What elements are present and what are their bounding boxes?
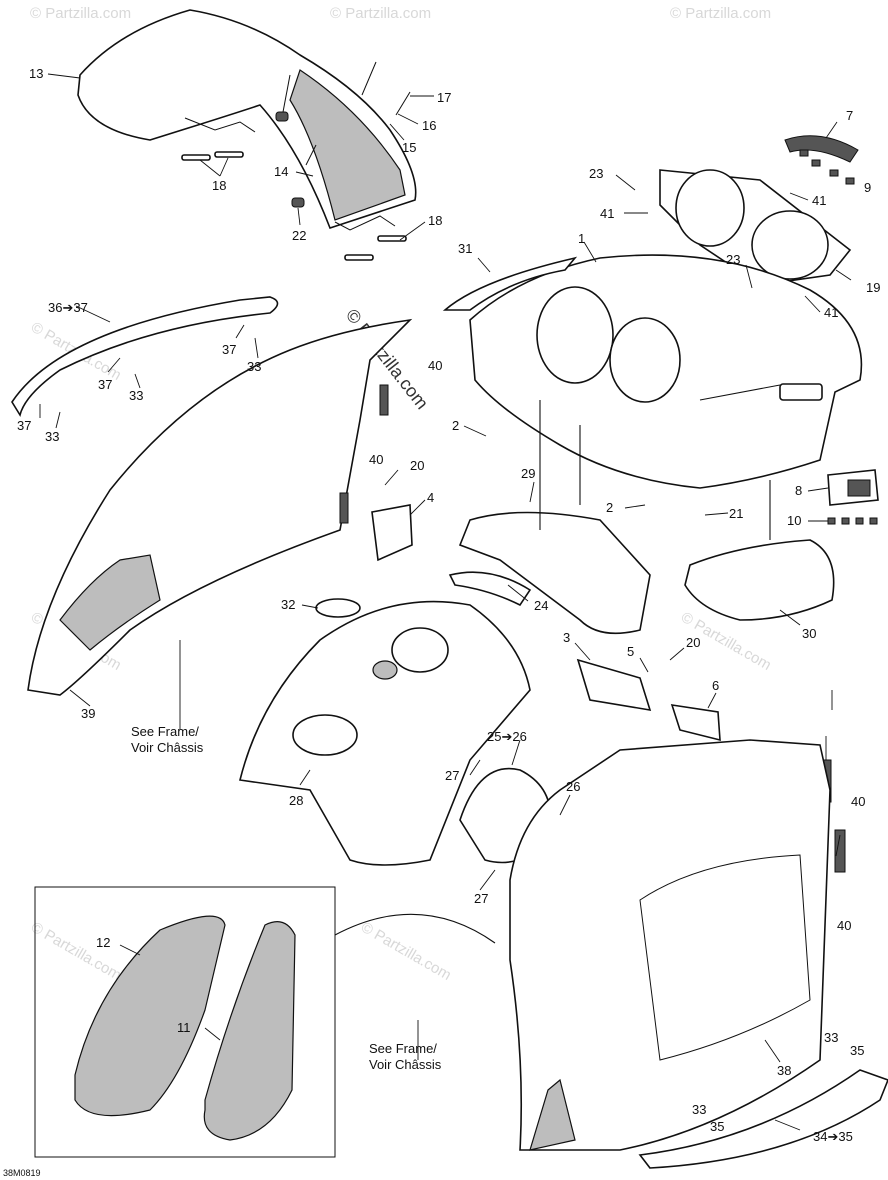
callout-12: 12 — [96, 935, 110, 950]
bracket-3-part — [576, 658, 652, 712]
callout-41: 41 — [600, 206, 614, 221]
callout-33: 33 — [247, 359, 261, 374]
assembly-arrows — [334, 400, 771, 944]
windshield-part — [77, 9, 417, 231]
callout-4: 4 — [427, 490, 434, 505]
watermark-text: © Partzilla.com — [670, 5, 771, 22]
callout-30: 30 — [802, 626, 816, 641]
watermark-text: © Partzilla.com — [358, 919, 454, 984]
left-side-panel-part — [27, 318, 413, 696]
center-console-part — [239, 600, 531, 866]
callout-26: 26 — [566, 779, 580, 794]
callout-27: 27 — [445, 768, 459, 783]
trim-strip-part — [442, 256, 578, 311]
watermark-text: © Partzilla.com — [28, 919, 124, 984]
callout-40: 40 — [428, 358, 442, 373]
left-trim-part — [11, 296, 279, 418]
callout-11: 11 — [177, 1020, 191, 1035]
cushion-30-part — [684, 539, 835, 621]
note-see-frame-right: See Frame/ — [369, 1041, 437, 1056]
grommet-part — [315, 598, 361, 618]
right-side-panel-part — [509, 739, 831, 1151]
callout-16: 16 — [422, 118, 436, 133]
callout-8: 8 — [795, 483, 802, 498]
callout-41: 41 — [812, 193, 826, 208]
callout-23: 23 — [589, 166, 603, 181]
callout-6: 6 — [712, 678, 719, 693]
drawing-code: 38M0819 — [3, 1168, 41, 1178]
callout-1: 1 — [578, 231, 585, 246]
note-see-frame-left: See Frame/ — [131, 724, 199, 739]
callout-40: 40 — [837, 918, 851, 933]
callout-37: 37 — [98, 377, 112, 392]
callout-36-37: 36➔37 — [48, 300, 88, 315]
callout-23: 23 — [726, 252, 740, 267]
note-voir-chassis-left: Voir Châssis — [131, 740, 204, 755]
callout-33: 33 — [129, 388, 143, 403]
callout-24: 24 — [534, 598, 548, 613]
callout-38: 38 — [777, 1063, 791, 1078]
callout-34-35: 34➔35 — [813, 1129, 853, 1144]
callout-31: 31 — [458, 241, 472, 256]
callout-37: 37 — [222, 342, 236, 357]
callout-27: 27 — [474, 891, 488, 906]
callout-19: 19 — [866, 280, 880, 295]
inset-box — [34, 886, 336, 1158]
callout-20: 20 — [686, 635, 700, 650]
callout-14: 14 — [274, 164, 288, 179]
callout-29: 29 — [521, 466, 535, 481]
callout-17: 17 — [437, 90, 451, 105]
cover-24-part — [448, 571, 532, 607]
callout-20: 20 — [410, 458, 424, 473]
windshield-hardware — [181, 61, 411, 261]
callout-39: 39 — [81, 706, 95, 721]
callout-3: 3 — [563, 630, 570, 645]
callout-35: 35 — [710, 1119, 724, 1134]
callout-21: 21 — [729, 506, 743, 521]
callout-2: 2 — [452, 418, 459, 433]
callout-35: 35 — [850, 1043, 864, 1058]
callout-15: 15 — [402, 140, 416, 155]
callout-40: 40 — [369, 452, 383, 467]
bracket-6-part — [670, 704, 721, 742]
callout-28: 28 — [289, 793, 303, 808]
callout-2: 2 — [606, 500, 613, 515]
callout-32: 32 — [281, 597, 295, 612]
callout-18: 18 — [428, 213, 442, 228]
callout-7: 7 — [846, 108, 853, 123]
note-voir-chassis-right: Voir Châssis — [369, 1057, 442, 1072]
callout-37: 37 — [17, 418, 31, 433]
callout-13: 13 — [29, 66, 43, 81]
callout-labels: 1 2 2 3 4 5 6 7 8 9 10 11 12 13 14 15 16… — [17, 66, 880, 1144]
callout-40: 40 — [851, 794, 865, 809]
right-trim-part — [638, 1069, 888, 1169]
callout-18: 18 — [212, 178, 226, 193]
inset-parts — [74, 915, 296, 1141]
callout-41: 41 — [824, 305, 838, 320]
callout-22: 22 — [292, 228, 306, 243]
glove-box-part — [458, 511, 651, 635]
console-shroud-part — [469, 254, 863, 489]
callout-5: 5 — [627, 644, 634, 659]
gauge-bezel-part — [659, 169, 852, 286]
watermark-text: © Partzilla.com — [30, 5, 131, 22]
frame-notes: See Frame/ Voir Châssis See Frame/ Voir … — [131, 724, 442, 1072]
callout-9: 9 — [864, 180, 871, 195]
callout-25-26: 25➔26 — [487, 729, 527, 744]
emblem-parts — [784, 135, 879, 525]
callout-33: 33 — [824, 1030, 838, 1045]
bracket-4-part — [371, 504, 413, 562]
callout-10: 10 — [787, 513, 801, 528]
callout-33: 33 — [692, 1102, 706, 1117]
callout-33: 33 — [45, 429, 59, 444]
leader-lines — [39, 73, 852, 1131]
watermark-text: © Partzilla.com — [330, 5, 431, 22]
